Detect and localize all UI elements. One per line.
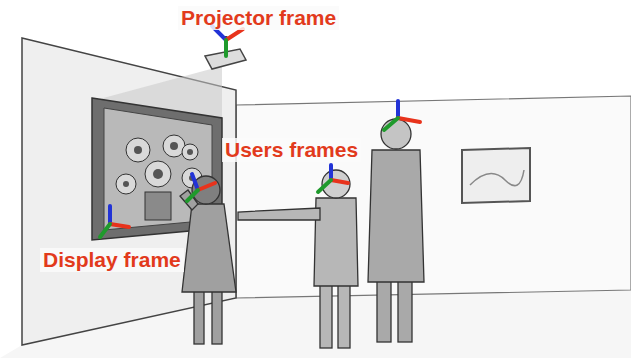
x-axis bbox=[226, 29, 243, 40]
x-axis bbox=[331, 180, 348, 183]
z-axis bbox=[108, 206, 112, 224]
frame-label: Display frame bbox=[40, 248, 184, 272]
z-axis bbox=[192, 174, 198, 190]
z-axis bbox=[396, 101, 400, 118]
leg bbox=[320, 282, 332, 348]
x-axis bbox=[198, 183, 215, 190]
sunflower-centre bbox=[187, 149, 193, 155]
y-axis bbox=[100, 224, 110, 237]
sunflower-centre bbox=[134, 146, 142, 154]
sunflower bbox=[116, 174, 136, 194]
coordinate-frames bbox=[100, 26, 420, 237]
dress bbox=[182, 204, 236, 292]
x-axis bbox=[398, 118, 420, 122]
sunflower-centre bbox=[123, 181, 129, 187]
sunflower bbox=[182, 144, 198, 160]
pointing-arm bbox=[238, 208, 320, 220]
back-wall bbox=[236, 96, 631, 298]
sunflower bbox=[126, 138, 150, 162]
y-axis bbox=[224, 40, 228, 56]
y-axis bbox=[384, 118, 398, 130]
z-axis bbox=[329, 165, 333, 180]
leg bbox=[398, 278, 412, 342]
girl-figure bbox=[180, 176, 236, 344]
painting-small bbox=[462, 148, 530, 203]
painting-sketch bbox=[470, 170, 524, 186]
y-axis bbox=[318, 180, 331, 192]
sunflower-centre bbox=[153, 169, 163, 179]
sunflowers bbox=[116, 135, 202, 194]
head bbox=[381, 119, 411, 149]
sunflower bbox=[145, 161, 171, 187]
y-axis bbox=[187, 190, 198, 201]
vase bbox=[145, 192, 171, 220]
sunflower-centres bbox=[123, 142, 195, 187]
leg bbox=[212, 288, 222, 344]
man-figure bbox=[368, 119, 424, 342]
frame-label: Users frames bbox=[222, 138, 361, 162]
side-wall bbox=[22, 38, 236, 345]
leg bbox=[338, 282, 350, 348]
leg bbox=[377, 278, 391, 342]
x-axis bbox=[110, 224, 129, 227]
sunflower-centre bbox=[170, 142, 178, 150]
torso bbox=[368, 150, 424, 282]
leg bbox=[194, 288, 204, 344]
frame-label: Projector frame bbox=[178, 6, 339, 30]
boy-figure bbox=[238, 170, 358, 348]
